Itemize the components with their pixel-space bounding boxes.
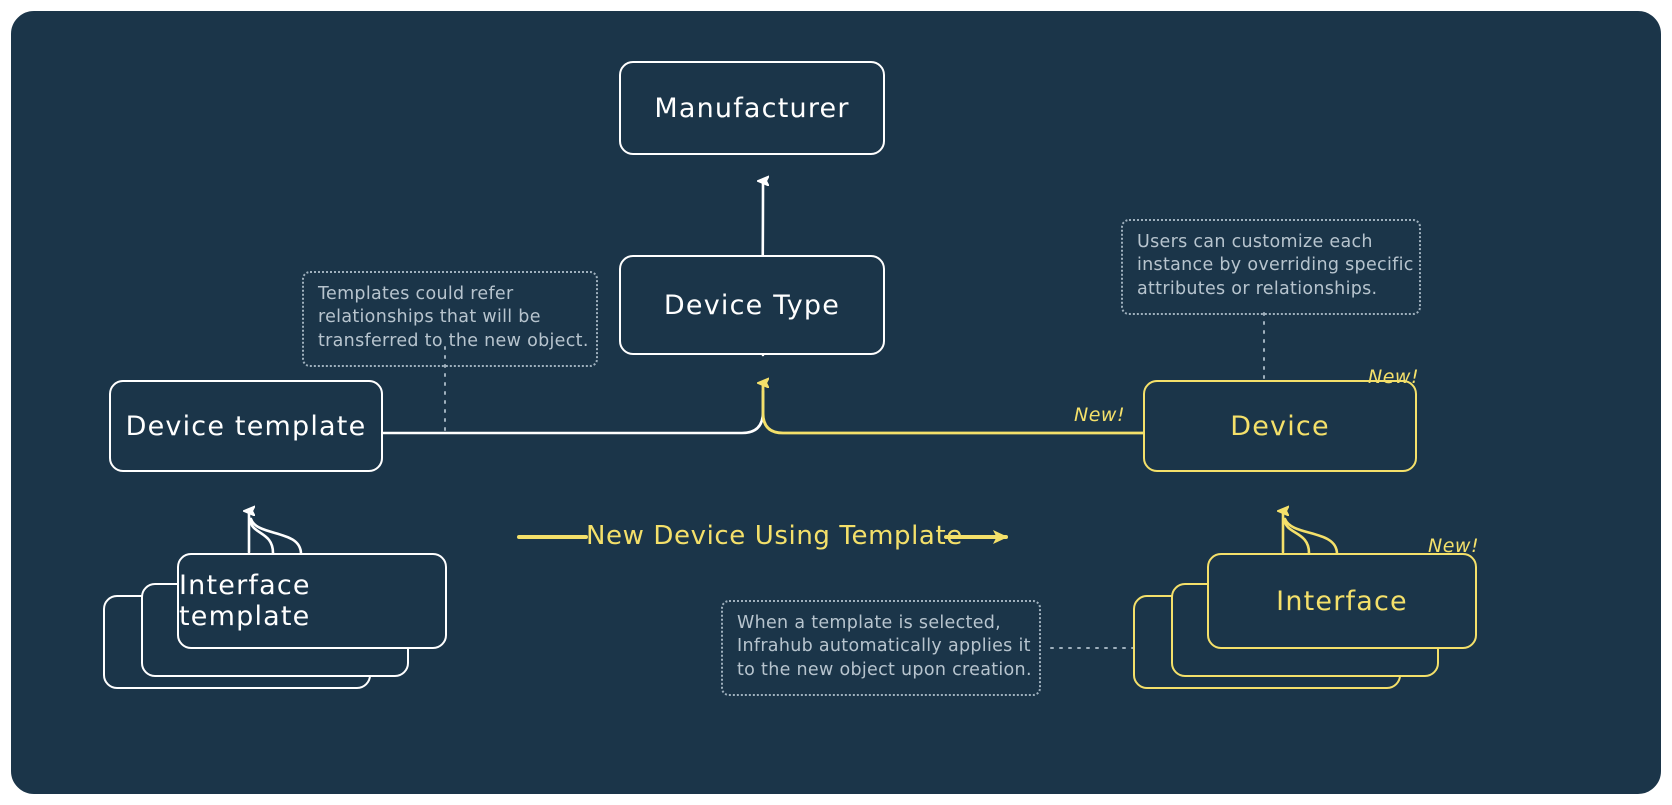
- edge-interface-to-device: [1283, 511, 1339, 556]
- note-line: When a template is selected,: [737, 613, 1002, 633]
- diagram-frame: Manufacturer Device Type Device template…: [8, 8, 1664, 797]
- node-device-type-label: Device Type: [663, 289, 841, 321]
- edge-devicetemplate-to-devicetype: [381, 389, 765, 435]
- edge-interfacetemplate-to-devicetemplate: [249, 511, 303, 556]
- node-interface-label: Interface: [1276, 585, 1408, 617]
- node-interface[interactable]: Interface: [1207, 553, 1477, 649]
- badge-link-new: New!: [1074, 404, 1126, 426]
- badge-device-new: New!: [1368, 366, 1420, 388]
- note-users-customize: Users can customize each instance by ove…: [1121, 219, 1421, 315]
- node-device-type[interactable]: Device Type: [619, 255, 885, 355]
- node-interface-template-label: Interface template: [179, 570, 311, 632]
- node-device[interactable]: Device: [1143, 380, 1417, 472]
- note-line: Users can customize each: [1137, 232, 1373, 252]
- note-templates-refer: Templates could refer relationships that…: [302, 271, 598, 367]
- note-template-applied: When a template is selected, Infrahub au…: [721, 600, 1041, 696]
- node-device-template[interactable]: Device template: [109, 380, 383, 472]
- note-line: Templates could refer: [318, 284, 514, 304]
- node-manufacturer[interactable]: Manufacturer: [619, 61, 885, 155]
- note-line: Infrahub automatically applies it: [737, 636, 1031, 657]
- node-device-template-label: Device template: [125, 410, 367, 442]
- note-line: transferred to the new object.: [318, 330, 589, 351]
- node-device-label: Device: [1230, 410, 1330, 442]
- node-interface-template[interactable]: Interface template: [177, 553, 447, 649]
- note-line: to the new object upon creation.: [737, 659, 1032, 680]
- note-line: instance by overriding specific: [1137, 255, 1414, 276]
- node-manufacturer-label: Manufacturer: [654, 92, 850, 124]
- note-line: attributes or relationships.: [1137, 278, 1378, 299]
- badge-interface-new: New!: [1428, 535, 1480, 557]
- note-line: relationships that will be: [318, 307, 541, 328]
- transition-arrow-label: New Device Using Template: [586, 521, 963, 551]
